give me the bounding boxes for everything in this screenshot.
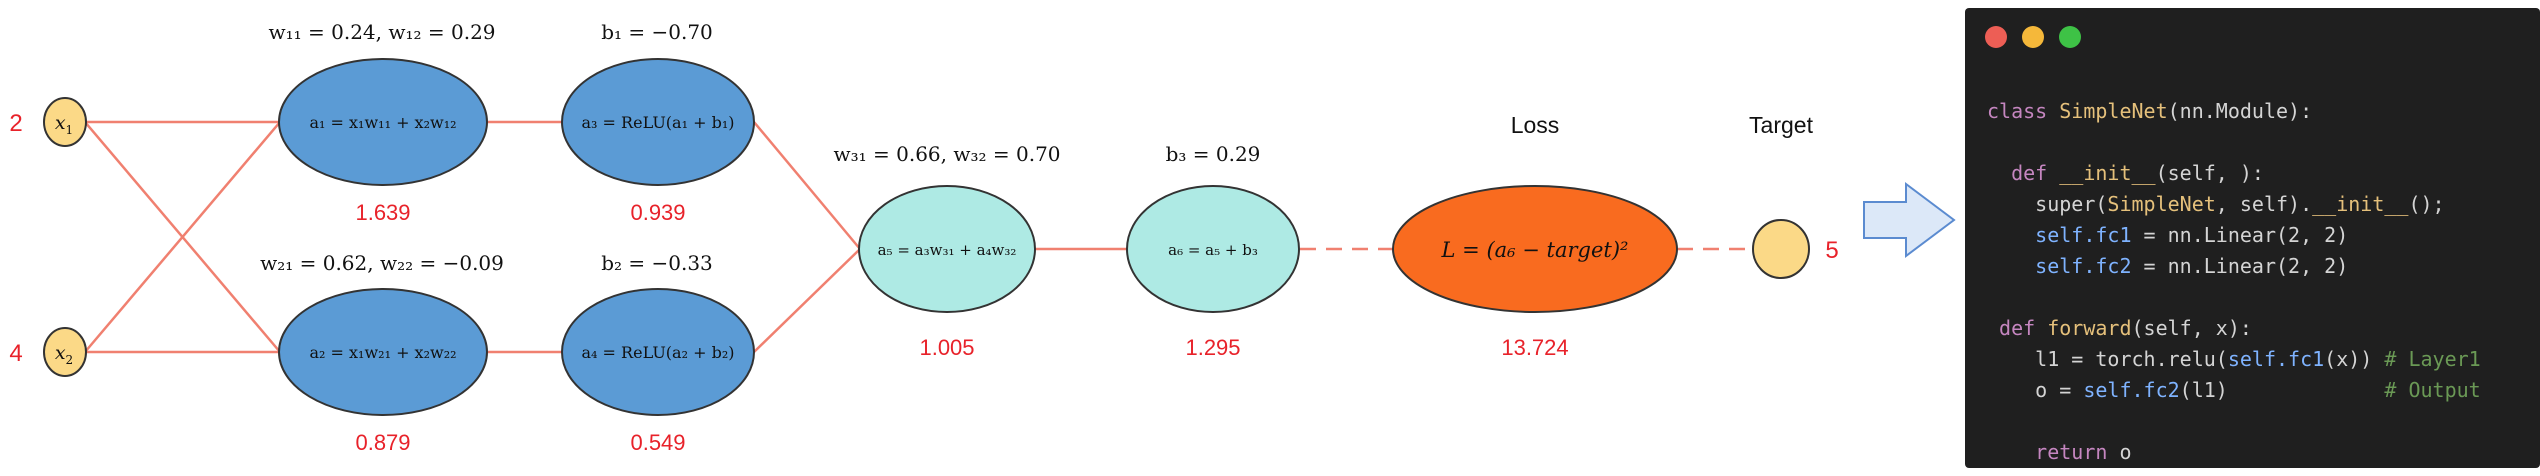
a3-formula: a₃ = ReLU(a₁ + b₁) (582, 113, 735, 132)
code-token (1987, 223, 2035, 247)
a3-value: 0.939 (630, 200, 685, 225)
code-token: SimpleNet (2107, 192, 2216, 216)
code-line (1987, 282, 2481, 313)
code-line: self.fc1 = nn.Linear(2, 2) (1987, 220, 2481, 251)
edge-x2-a1 (84, 121, 281, 353)
a5-formula: a₅ = a₃w₃₁ + a₄w₃₂ (878, 241, 1017, 259)
a6-value: 1.295 (1185, 335, 1240, 360)
edge-a4-a5 (753, 248, 861, 353)
code-token (1987, 254, 2035, 278)
weights-label-w2: w₂₁ = 0.62, w₂₂ = −0.09 (260, 251, 504, 275)
a1-formula: a₁ = x₁w₁₁ + x₂w₁₂ (309, 113, 456, 132)
target-value: 5 (1825, 237, 1838, 264)
a4-value: 0.549 (630, 430, 685, 455)
code-panel: class SimpleNet(nn.Module): def __init__… (1965, 8, 2540, 468)
code-token: , self). (2215, 192, 2313, 216)
minimize-dot-icon[interactable] (2022, 26, 2044, 48)
code-token: super( (1987, 192, 2108, 216)
edge-a3-a5 (753, 121, 861, 250)
x1-node (43, 97, 87, 147)
x2-node (43, 327, 87, 377)
code-token: self.fc1 (2035, 223, 2132, 247)
weights-label-w1: w₁₁ = 0.24, w₁₂ = 0.29 (268, 20, 495, 44)
loss-node (1392, 185, 1678, 313)
code-token: = nn.Linear(2, 2) (2131, 223, 2349, 247)
a6-formula: a₆ = a₅ + b₃ (1168, 241, 1258, 259)
code-line: class SimpleNet(nn.Module): (1987, 96, 2481, 127)
x2-input-value: 4 (9, 340, 22, 367)
code-token: self.fc2 (2035, 254, 2132, 278)
a1-value: 1.639 (355, 200, 410, 225)
loss-value: 13.724 (1501, 335, 1568, 360)
code-line: def forward(self, x): (1987, 313, 2481, 344)
code-token: forward (2047, 316, 2132, 340)
loss-heading: Loss (1511, 112, 1560, 138)
code-token: l1 = torch.relu( (1987, 347, 2228, 371)
code-token: o = (1987, 378, 2084, 402)
a1-node (278, 58, 488, 186)
a6-node (1126, 185, 1300, 313)
code-token: __init__ (2312, 192, 2409, 216)
loss-formula: L = (a₆ − target)² (1441, 238, 1629, 262)
code-token: (nn.Module): (2167, 99, 2313, 123)
code-token: def (1987, 316, 2048, 340)
code-token: # Output (2384, 378, 2481, 402)
code-line: l1 = torch.relu(self.fc1(x)) # Layer1 (1987, 344, 2481, 375)
code-token: def (1987, 161, 2060, 185)
close-dot-icon[interactable] (1985, 26, 2007, 48)
code-token: # Layer1 (2384, 347, 2481, 371)
code-line: self.fc2 = nn.Linear(2, 2) (1987, 251, 2481, 282)
window-controls (1985, 26, 2081, 48)
code-token: (self, x): (2131, 316, 2252, 340)
network-edges (84, 120, 1752, 354)
a3-node (561, 58, 755, 186)
a2-value: 0.879 (355, 430, 410, 455)
target-heading: Target (1749, 112, 1814, 138)
code-token: self.fc2 (2083, 378, 2180, 402)
maximize-dot-icon[interactable] (2059, 26, 2081, 48)
code-token: self.fc1 (2227, 347, 2325, 371)
a5-value: 1.005 (919, 335, 974, 360)
code-line: o = self.fc2(l1) # Output (1987, 375, 2481, 406)
code-token: SimpleNet (2059, 99, 2168, 123)
code-line: def __init__(self, ): (1987, 158, 2481, 189)
a5-node (858, 185, 1036, 313)
neural-network-diagram: 2 x1 4 x2 w₁₁ = 0.24, w₁₂ = 0.29 b₁ = −0… (9, 20, 1838, 455)
a2-formula: a₂ = x₁w₂₁ + x₂w₂₂ (309, 343, 456, 362)
x2-node-label: x2 (55, 342, 73, 367)
code-token: return (1987, 440, 2120, 464)
code-line (1987, 406, 2481, 437)
bias-label-b1: b₁ = −0.70 (601, 20, 713, 44)
weights-label-w3: w₃₁ = 0.66, w₃₂ = 0.70 (833, 142, 1060, 166)
bias-label-b3: b₃ = 0.29 (1166, 142, 1261, 166)
bias-label-b2: b₂ = −0.33 (601, 251, 713, 275)
code-line (1987, 127, 2481, 158)
x1-input-value: 2 (9, 110, 22, 137)
x1-node-label: x1 (55, 112, 73, 137)
a4-node (561, 288, 755, 416)
pointer-arrow-icon (1863, 182, 1956, 258)
code-token: (); (2408, 192, 2445, 216)
a4-formula: a₄ = ReLU(a₂ + b₂) (582, 343, 735, 362)
code-token: (l1) (2179, 378, 2385, 402)
code-token: (self, ): (2155, 161, 2264, 185)
code-line: return o (1987, 437, 2481, 468)
code-token: __init__ (2059, 161, 2156, 185)
code-token: (x)) (2324, 347, 2385, 371)
a2-node (278, 288, 488, 416)
code-block: class SimpleNet(nn.Module): def __init__… (1987, 96, 2481, 468)
code-token: class (1987, 99, 2060, 123)
code-token: o (2119, 440, 2132, 464)
code-token: = nn.Linear(2, 2) (2131, 254, 2349, 278)
target-node (1752, 219, 1810, 279)
code-line: super(SimpleNet, self).__init__(); (1987, 189, 2481, 220)
